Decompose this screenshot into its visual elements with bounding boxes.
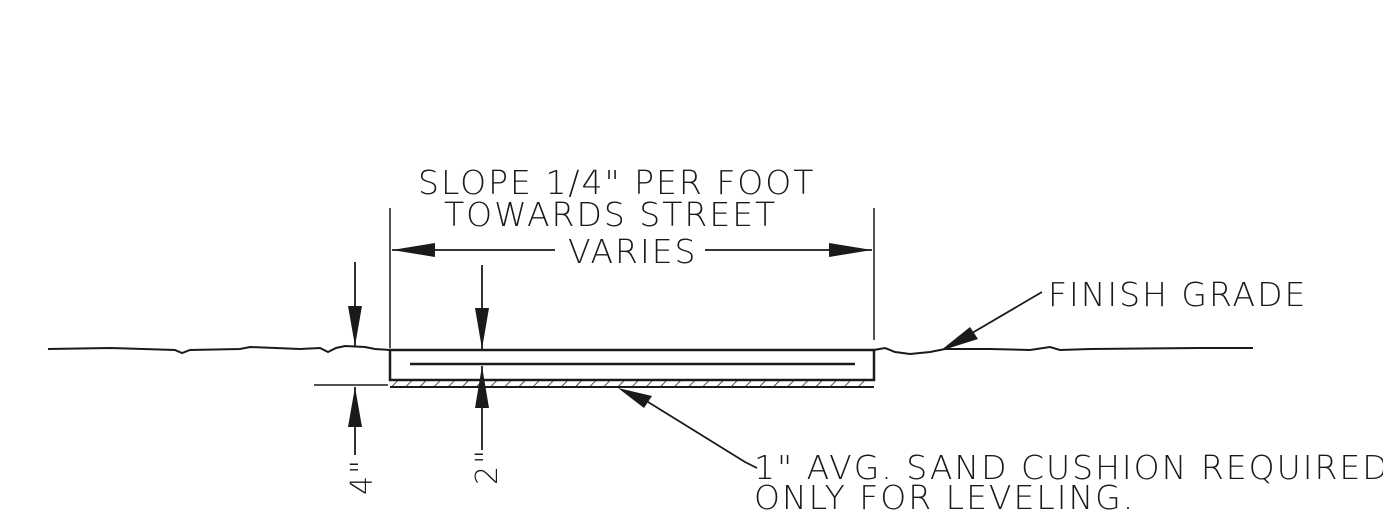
reinf-arrow-top bbox=[475, 308, 489, 349]
varies-label: VARIES bbox=[568, 232, 698, 271]
thickness-arrow-top bbox=[348, 306, 362, 346]
thickness-dimension-label: 4" bbox=[345, 458, 380, 495]
varies-arrow-right bbox=[829, 243, 872, 257]
ground-line-right bbox=[873, 345, 1253, 356]
finish-grade-arrow bbox=[940, 327, 978, 351]
sand-cushion-leader bbox=[639, 396, 758, 469]
ground-line-left bbox=[47, 344, 391, 355]
sand-cushion-layer bbox=[392, 380, 872, 387]
reinf-arrow-bottom bbox=[475, 366, 489, 408]
sand-cushion-note-line1: 1" AVG. SAND CUSHION REQUIRED bbox=[754, 448, 1383, 487]
slope-note-line1: SLOPE 1/4" PER FOOT bbox=[418, 163, 815, 202]
varies-arrow-left bbox=[392, 243, 435, 257]
reinforcement-dimension-label: 2" bbox=[470, 448, 505, 485]
sand-cushion-note-line2: ONLY FOR LEVELING. bbox=[754, 478, 1135, 517]
slope-note-line2: TOWARDS STREET bbox=[444, 195, 777, 234]
sand-cushion-arrow bbox=[618, 388, 652, 408]
finish-grade-label: FINISH GRADE bbox=[1048, 275, 1307, 314]
thickness-arrow-bottom bbox=[348, 387, 362, 427]
